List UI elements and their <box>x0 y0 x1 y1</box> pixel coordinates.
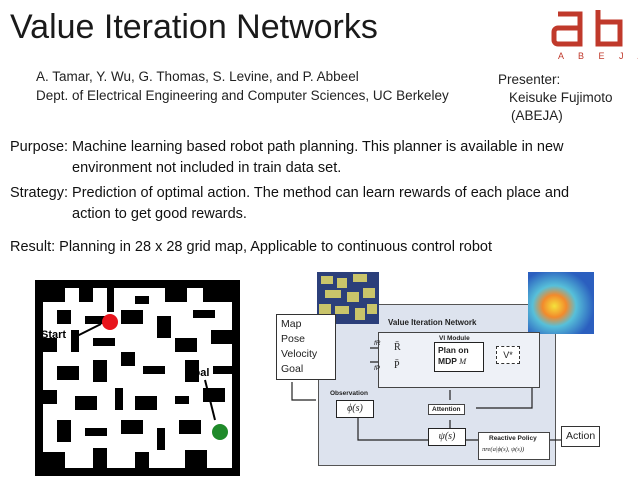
plan-line2: MDP <box>438 356 457 366</box>
reactive-policy-box: Reactive Policy πre(a|ϕ(s), ψ(s)) <box>478 432 550 460</box>
phi-box: ϕ(s) <box>336 400 374 418</box>
connector <box>291 382 316 401</box>
start-arrow <box>76 323 102 337</box>
r-bar: R̄ <box>394 342 401 353</box>
plan-box: Plan on MDP M <box>434 342 484 372</box>
bullet-list: Purpose: Machine learning based robot pa… <box>10 137 610 229</box>
fp-label: fP <box>374 365 381 372</box>
input-pose: Pose <box>281 333 305 345</box>
action-box: Action <box>561 426 601 447</box>
attention-label: Attention <box>428 404 465 415</box>
start-marker <box>102 314 118 330</box>
presenter-block: Presenter: Keisuke Fujimoto (ABEJA) <box>498 71 613 125</box>
plan-m: M <box>459 356 467 366</box>
goal-arrow <box>204 379 216 421</box>
plan-line2-row: MDP M <box>438 356 480 367</box>
value-heatmap <box>528 272 594 334</box>
obstacles <box>43 288 232 468</box>
network-title: Value Iteration Network <box>388 318 477 327</box>
input-goal: Goal <box>281 363 304 375</box>
grid-map: Start Goal <box>35 280 240 476</box>
policy-formula: πre(a|ϕ(s), ψ(s)) <box>482 446 525 453</box>
vi-module-label: VI Module <box>439 335 470 342</box>
p-bar: P̄ <box>394 360 400 371</box>
slide-title: Value Iteration Networks <box>10 8 378 46</box>
bullet-strategy: Strategy: Prediction of optimal action. … <box>10 183 610 225</box>
observation-label: Observation <box>330 390 368 397</box>
goal-label: Goal <box>185 367 209 379</box>
result-line: Result: Planning in 28 x 28 grid map, Ap… <box>10 239 493 255</box>
fr-label: fR <box>374 340 381 347</box>
presenter-name: Keisuke Fujimoto <box>509 90 613 105</box>
psi-box: ψ(s) <box>428 428 466 446</box>
presenter-label: Presenter: <box>498 72 561 87</box>
bullet-text: Machine learning based robot path planni… <box>72 139 564 176</box>
vin-diagram: Map Pose Velocity Goal Value Iteration N… <box>270 272 610 472</box>
input-map: Map <box>281 318 302 330</box>
author-block: A. Tamar, Y. Wu, G. Thomas, S. Levine, a… <box>36 67 449 105</box>
logo-text: A B E J A <box>558 51 638 61</box>
presenter-org: (ABEJA) <box>511 108 563 123</box>
authors: A. Tamar, Y. Wu, G. Thomas, S. Levine, a… <box>36 69 359 84</box>
goal-marker <box>212 424 228 440</box>
bullet-purpose: Purpose: Machine learning based robot pa… <box>10 137 610 179</box>
bullet-key: Strategy: <box>10 185 69 201</box>
v-star-box: V* <box>496 346 520 364</box>
reactive-policy-label: Reactive Policy <box>489 435 537 442</box>
start-label: Start <box>41 329 66 341</box>
affiliation: Dept. of Electrical Engineering and Comp… <box>36 88 449 103</box>
input-velocity: Velocity <box>281 348 318 360</box>
plan-line1: Plan on <box>438 345 469 355</box>
inputs-box: Map Pose Velocity Goal <box>276 314 336 380</box>
bullet-text: Prediction of optimal action. The method… <box>72 185 570 222</box>
abeja-logo <box>551 10 623 47</box>
bullet-key: Purpose: <box>10 139 69 155</box>
